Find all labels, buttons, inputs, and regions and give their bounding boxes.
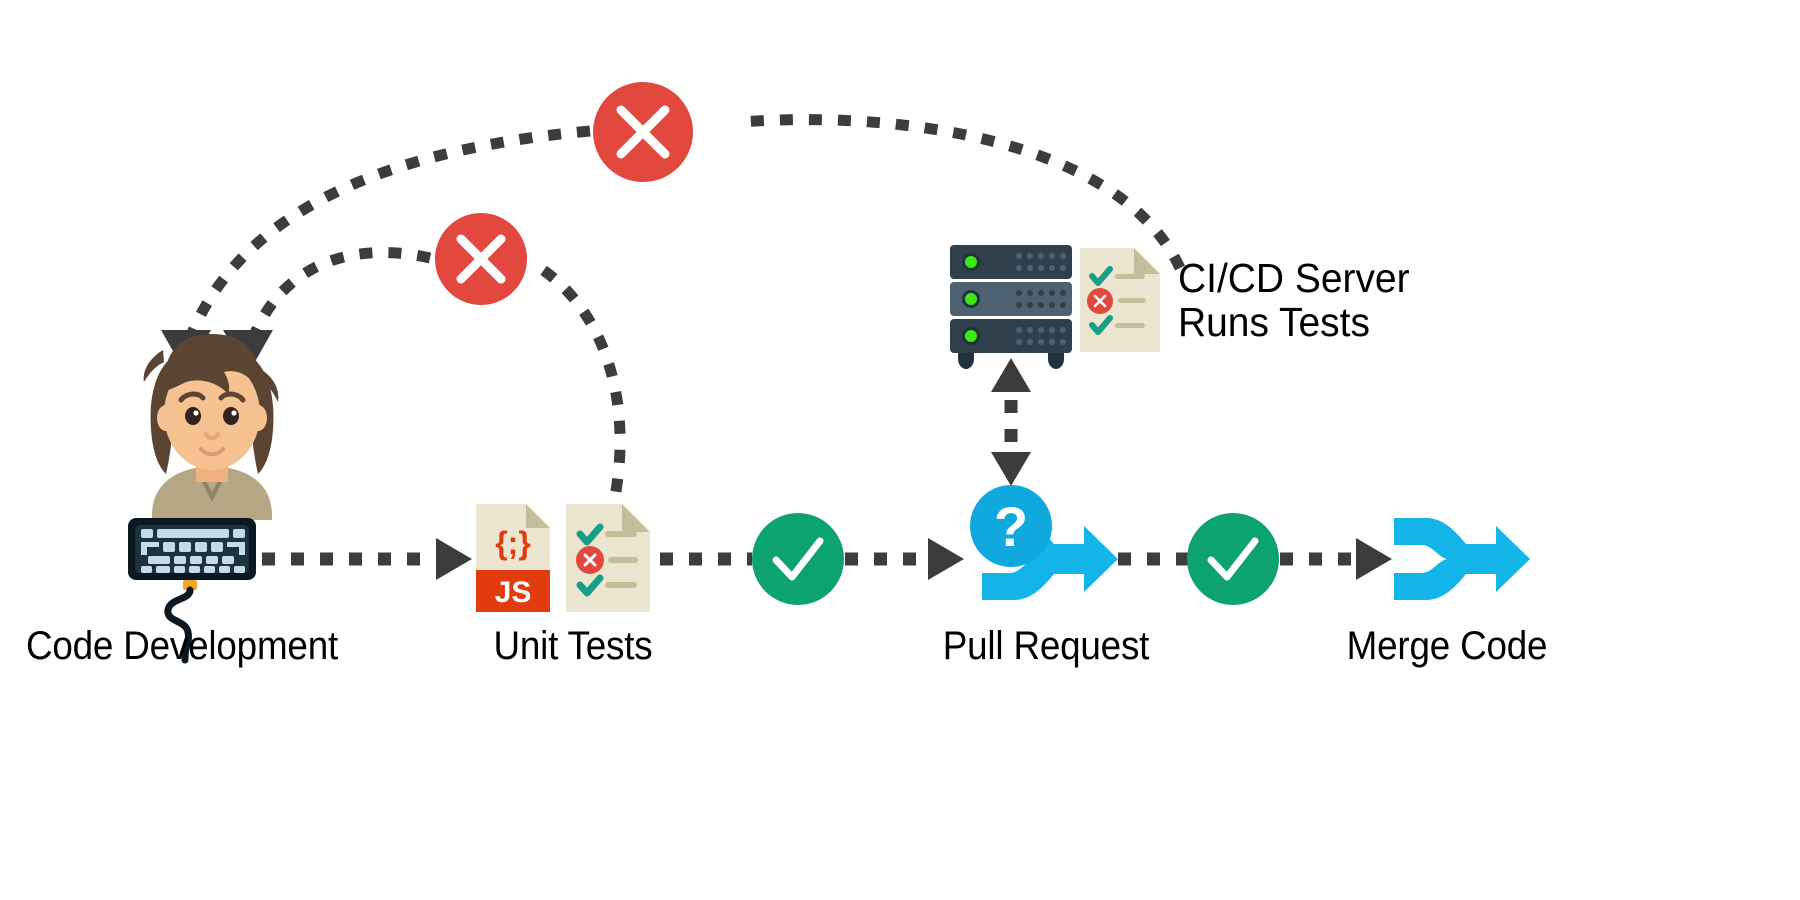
svg-text:JS: JS: [495, 576, 532, 609]
check-circle-icon-2: [1187, 513, 1279, 605]
server-rack-icon: [950, 245, 1072, 369]
stage-label-merge-code: Merge Code: [1346, 624, 1548, 668]
annotation-cicd-server-line1: CI/CD Server: [1178, 255, 1410, 301]
stage-label-pull-request: Pull Request: [942, 624, 1150, 668]
arrowhead-down-to-pr: [991, 452, 1031, 486]
annotation-cicd-server-line2: Runs Tests: [1178, 299, 1370, 346]
merge-arrow-icon: [1394, 518, 1530, 600]
arrowhead-pass1-to-pr: [928, 538, 964, 580]
x-circle-icon-top: [593, 82, 693, 182]
javascript-file-icon: JS {;}: [476, 504, 550, 612]
connector-pass2-to-merge: [1280, 538, 1392, 580]
svg-text:{;}: {;}: [495, 525, 531, 561]
connector-pr-to-server: [991, 358, 1031, 486]
developer-avatar-icon: [143, 334, 279, 520]
arrowhead-up-to-server: [991, 358, 1031, 392]
test-report-document-icon: [566, 504, 650, 612]
pull-request-icon: ?: [970, 485, 1118, 600]
stage-label-code-development: Code Development: [25, 624, 339, 668]
server-test-report-document-icon: [1080, 248, 1160, 352]
keyboard-icon: [128, 518, 256, 664]
arrowhead-pass2-to-merge: [1356, 538, 1392, 580]
check-circle-icon-1: [752, 513, 844, 605]
connector-pass1-to-pr: [845, 538, 964, 580]
connector-tests-fail-back: [223, 247, 626, 522]
x-circle-icon-mid: [435, 213, 527, 305]
arrowhead-dev-to-tests: [436, 538, 472, 580]
annotation-cicd-server: CI/CD Server Runs Tests: [1178, 256, 1501, 345]
svg-text:?: ?: [994, 495, 1028, 558]
connector-dev-to-tests: [262, 538, 472, 580]
stage-label-unit-tests: Unit Tests: [493, 624, 653, 668]
